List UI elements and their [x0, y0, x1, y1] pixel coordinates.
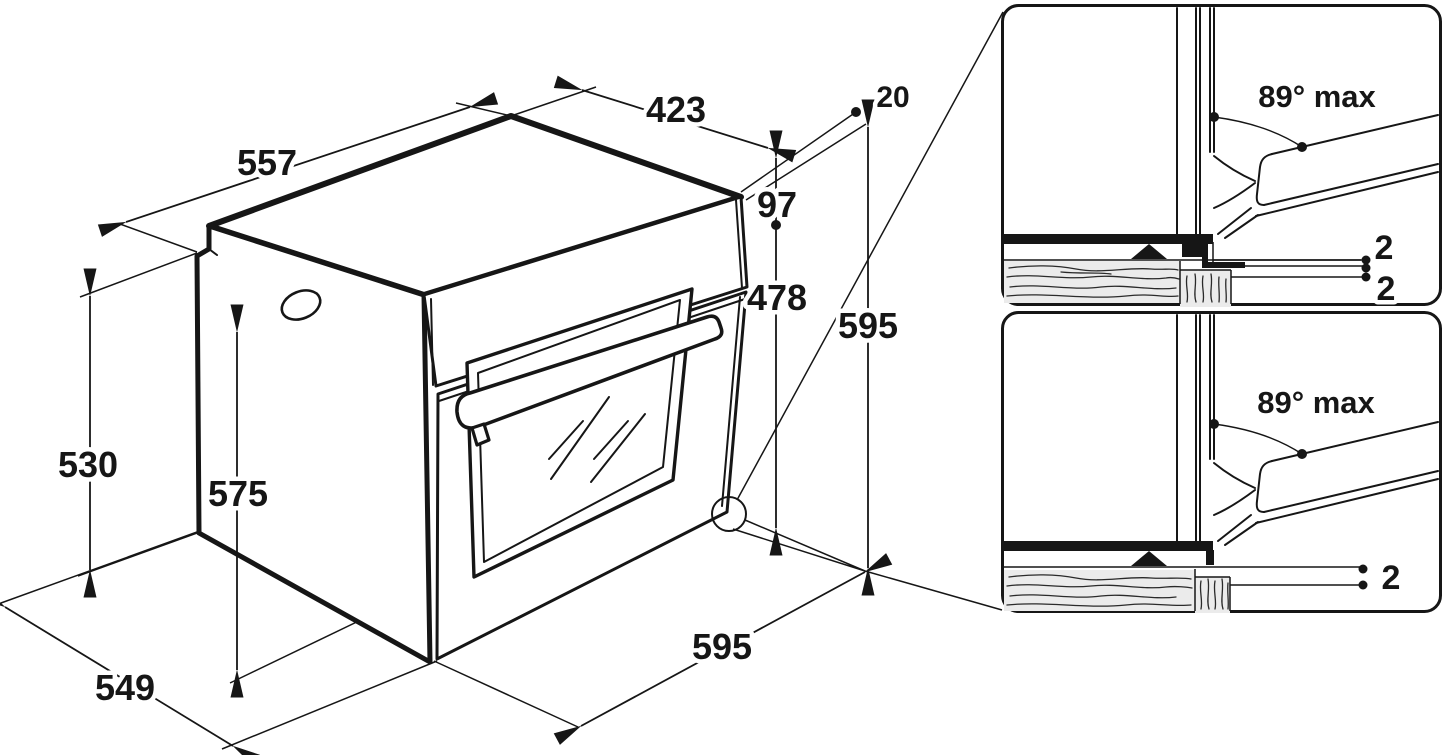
oven-side-vent-hole — [280, 289, 322, 321]
dim-label-side-height: 575 — [208, 473, 268, 514]
door-corner-callout-circle — [711, 496, 747, 532]
oven-door-handle — [455, 314, 724, 430]
oven-isometric-drawing — [0, 11, 1004, 755]
dim-label-fascia-height: 97 — [757, 184, 797, 225]
dim-label-top-gap: 20 — [876, 81, 909, 114]
oven-glass-reflections — [548, 396, 646, 483]
dim-label-door-height: 478 — [747, 277, 807, 318]
dimension-lines — [0, 75, 893, 755]
detail-bottom-angle-label: 89° max — [1257, 385, 1375, 420]
dim-label-front-height: 595 — [838, 305, 898, 346]
detail-top-angle-label: 89° max — [1258, 79, 1376, 114]
dim-label-top-depth: 423 — [646, 89, 706, 130]
dim-label-rear-left-height: 530 — [58, 444, 118, 485]
dim-label-base-depth: 549 — [95, 667, 155, 708]
detail-top-gap-lower-label: 2 — [1377, 270, 1396, 308]
oven-door — [423, 287, 748, 663]
detail-bottom-gap-label: 2 — [1382, 559, 1401, 597]
detail-view-bottom — [1001, 311, 1442, 613]
dim-label-base-width: 595 — [692, 626, 752, 667]
detail-top-gap-upper-label: 2 — [1375, 229, 1394, 267]
detail-view-top — [1001, 4, 1442, 307]
oven-door-handle-foot — [470, 422, 491, 447]
dim-label-top-width: 557 — [237, 142, 297, 183]
